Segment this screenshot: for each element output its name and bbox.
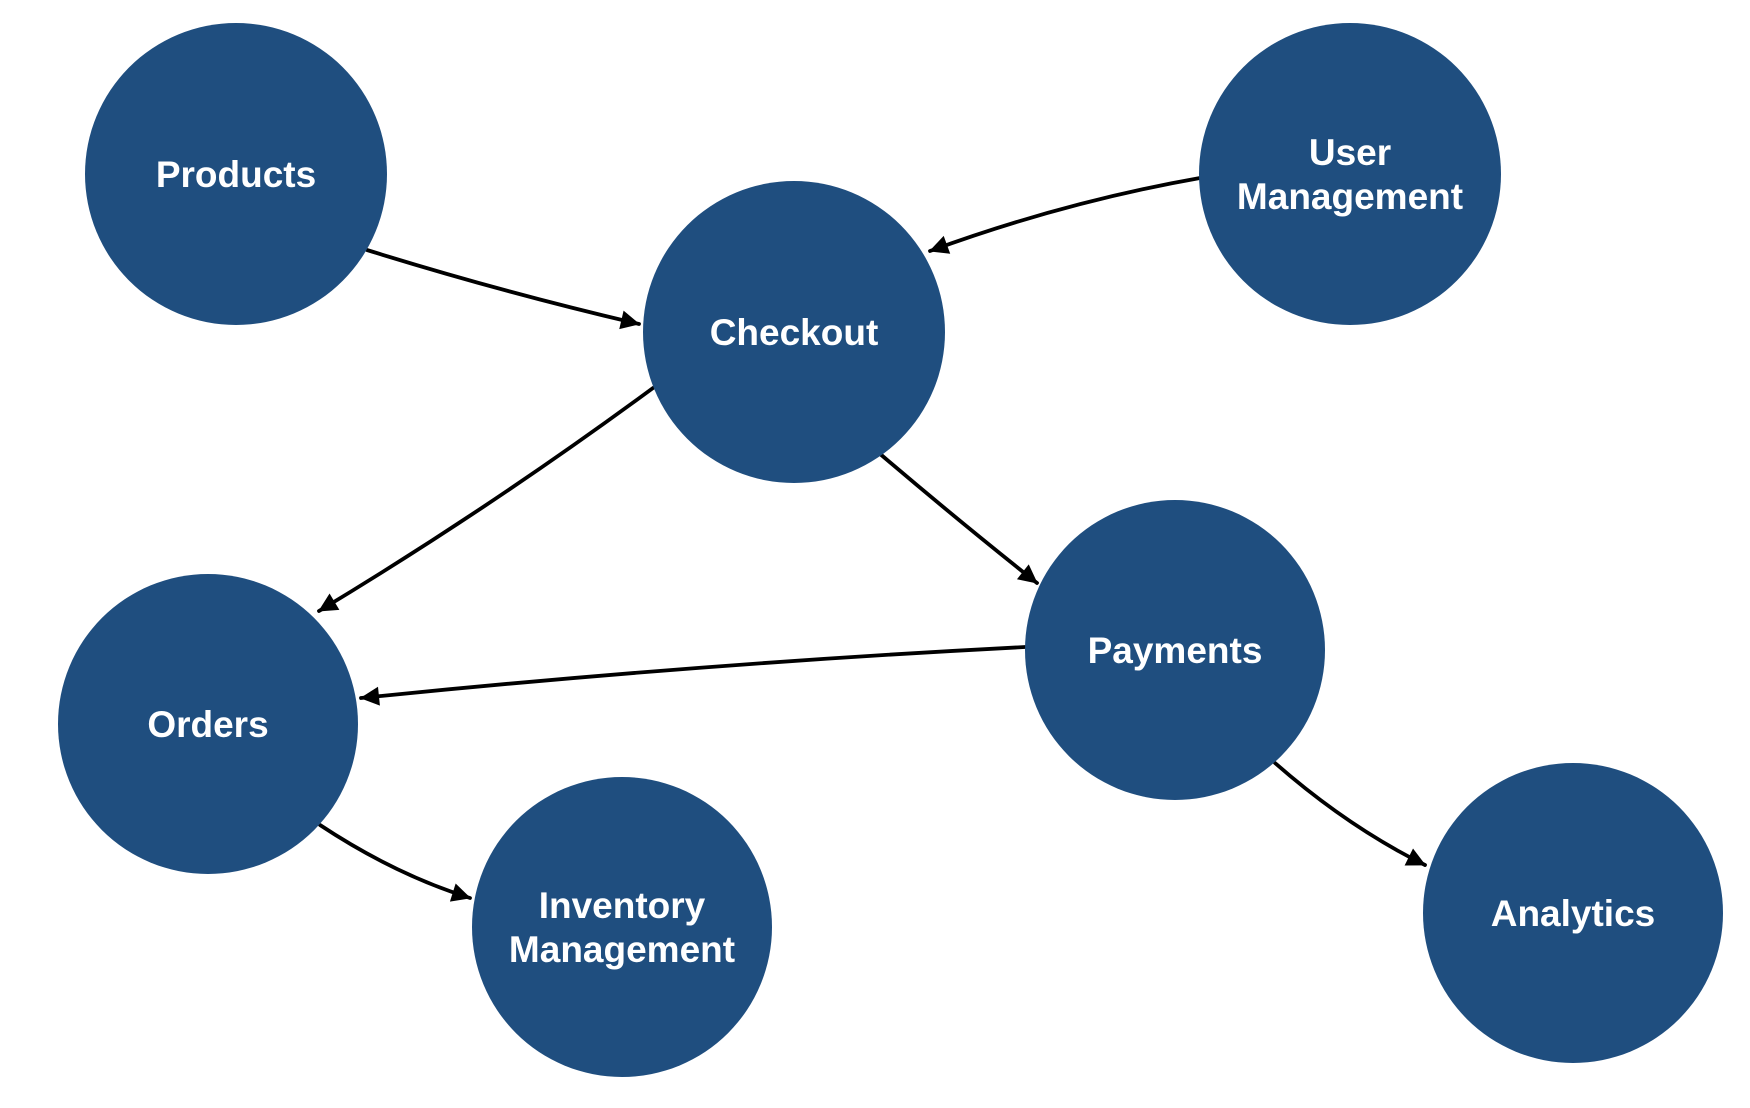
edge-orders-to-inventory-management: [318, 823, 472, 902]
node-label-analytics: Analytics: [1491, 893, 1656, 934]
node-payments[interactable]: Payments: [1025, 500, 1325, 800]
node-orders[interactable]: Orders: [58, 574, 358, 874]
node-products[interactable]: Products: [85, 23, 387, 325]
node-circle-payments: [1025, 500, 1325, 800]
edge-payments-to-orders: [359, 645, 1027, 706]
edge-checkout-to-payments: [877, 451, 1039, 585]
edge-payments-to-analytics: [1273, 761, 1427, 867]
node-label-checkout: Checkout: [710, 312, 879, 353]
node-label-payments: Payments: [1088, 630, 1263, 671]
node-circle-analytics: [1423, 763, 1723, 1063]
node-circle-products: [85, 23, 387, 325]
node-analytics[interactable]: Analytics: [1423, 763, 1723, 1063]
node-label-orders: Orders: [147, 704, 268, 745]
node-label-products: Products: [156, 154, 316, 195]
edge-products-to-checkout: [365, 248, 641, 330]
edge-user-management-to-checkout: [928, 176, 1202, 254]
node-circle-inventory-management: [472, 777, 772, 1077]
node-circle-orders: [58, 574, 358, 874]
edge-checkout-to-orders: [317, 386, 655, 613]
node-checkout[interactable]: Checkout: [643, 181, 945, 483]
node-circle-checkout: [643, 181, 945, 483]
node-circle-user-management: [1199, 23, 1501, 325]
